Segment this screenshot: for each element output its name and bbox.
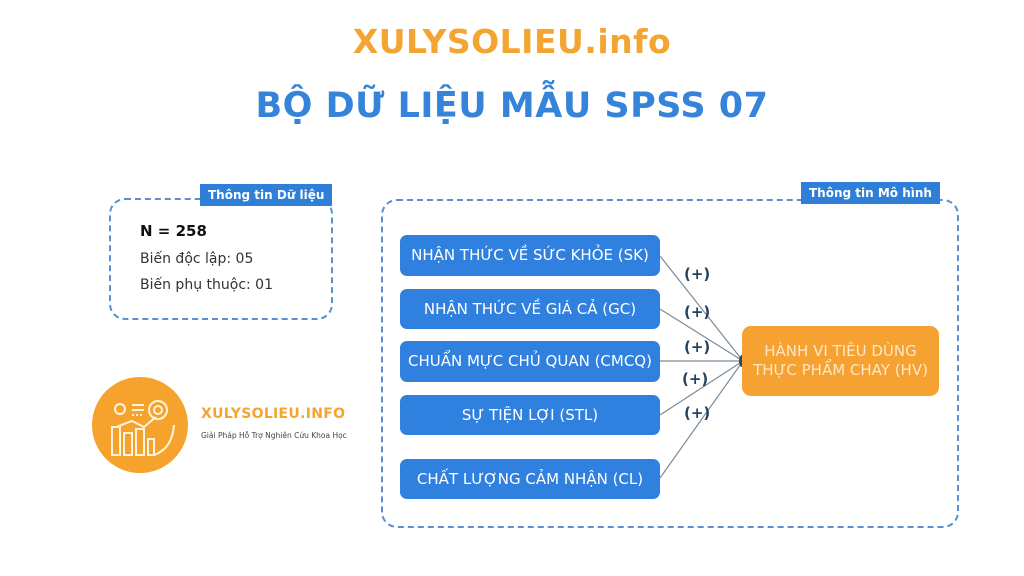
path-sign-cmcq: (+) [684, 338, 711, 356]
variable-box-stl: SỰ TIỆN LỢI (STL) [400, 395, 660, 435]
variable-box-cmcq: CHUẨN MỰC CHỦ QUAN (CMCQ) [400, 341, 660, 382]
model-info-panel [381, 199, 959, 528]
variable-box-cl: CHẤT LƯỢNG CẢM NHẬN (CL) [400, 459, 660, 499]
data-info-tag: Thông tin Dữ liệu [200, 184, 333, 206]
site-title: XULYSOLIEU.info [352, 22, 672, 61]
logo-icon [92, 377, 188, 473]
path-sign-gc: (+) [684, 303, 711, 321]
logo-tagline: Giải Pháp Hỗ Trợ Nghiên Cứu Khoa Học [201, 431, 347, 440]
independent-count: Biến độc lập: 05 [140, 251, 254, 267]
variable-box-sk: NHẬN THỨC VỀ SỨC KHỎE (SK) [400, 235, 660, 276]
variable-box-gc: NHẬN THỨC VỀ GIÁ CẢ (GC) [400, 289, 660, 329]
model-info-tag: Thông tin Mô hình [801, 182, 940, 204]
path-sign-sk: (+) [684, 265, 711, 283]
path-sign-stl: (+) [682, 370, 709, 388]
sample-size: N = 258 [140, 222, 207, 240]
dependent-count: Biến phụ thuộc: 01 [140, 277, 273, 293]
dependent-variable-box: HÀNH VI TIÊU DÙNG THỰC PHẨM CHAY (HV) [742, 326, 939, 396]
page-title: BỘ DỮ LIỆU MẪU SPSS 07 [255, 86, 769, 126]
path-sign-cl: (+) [684, 404, 711, 422]
logo-name: XULYSOLIEU.INFO [201, 406, 346, 422]
